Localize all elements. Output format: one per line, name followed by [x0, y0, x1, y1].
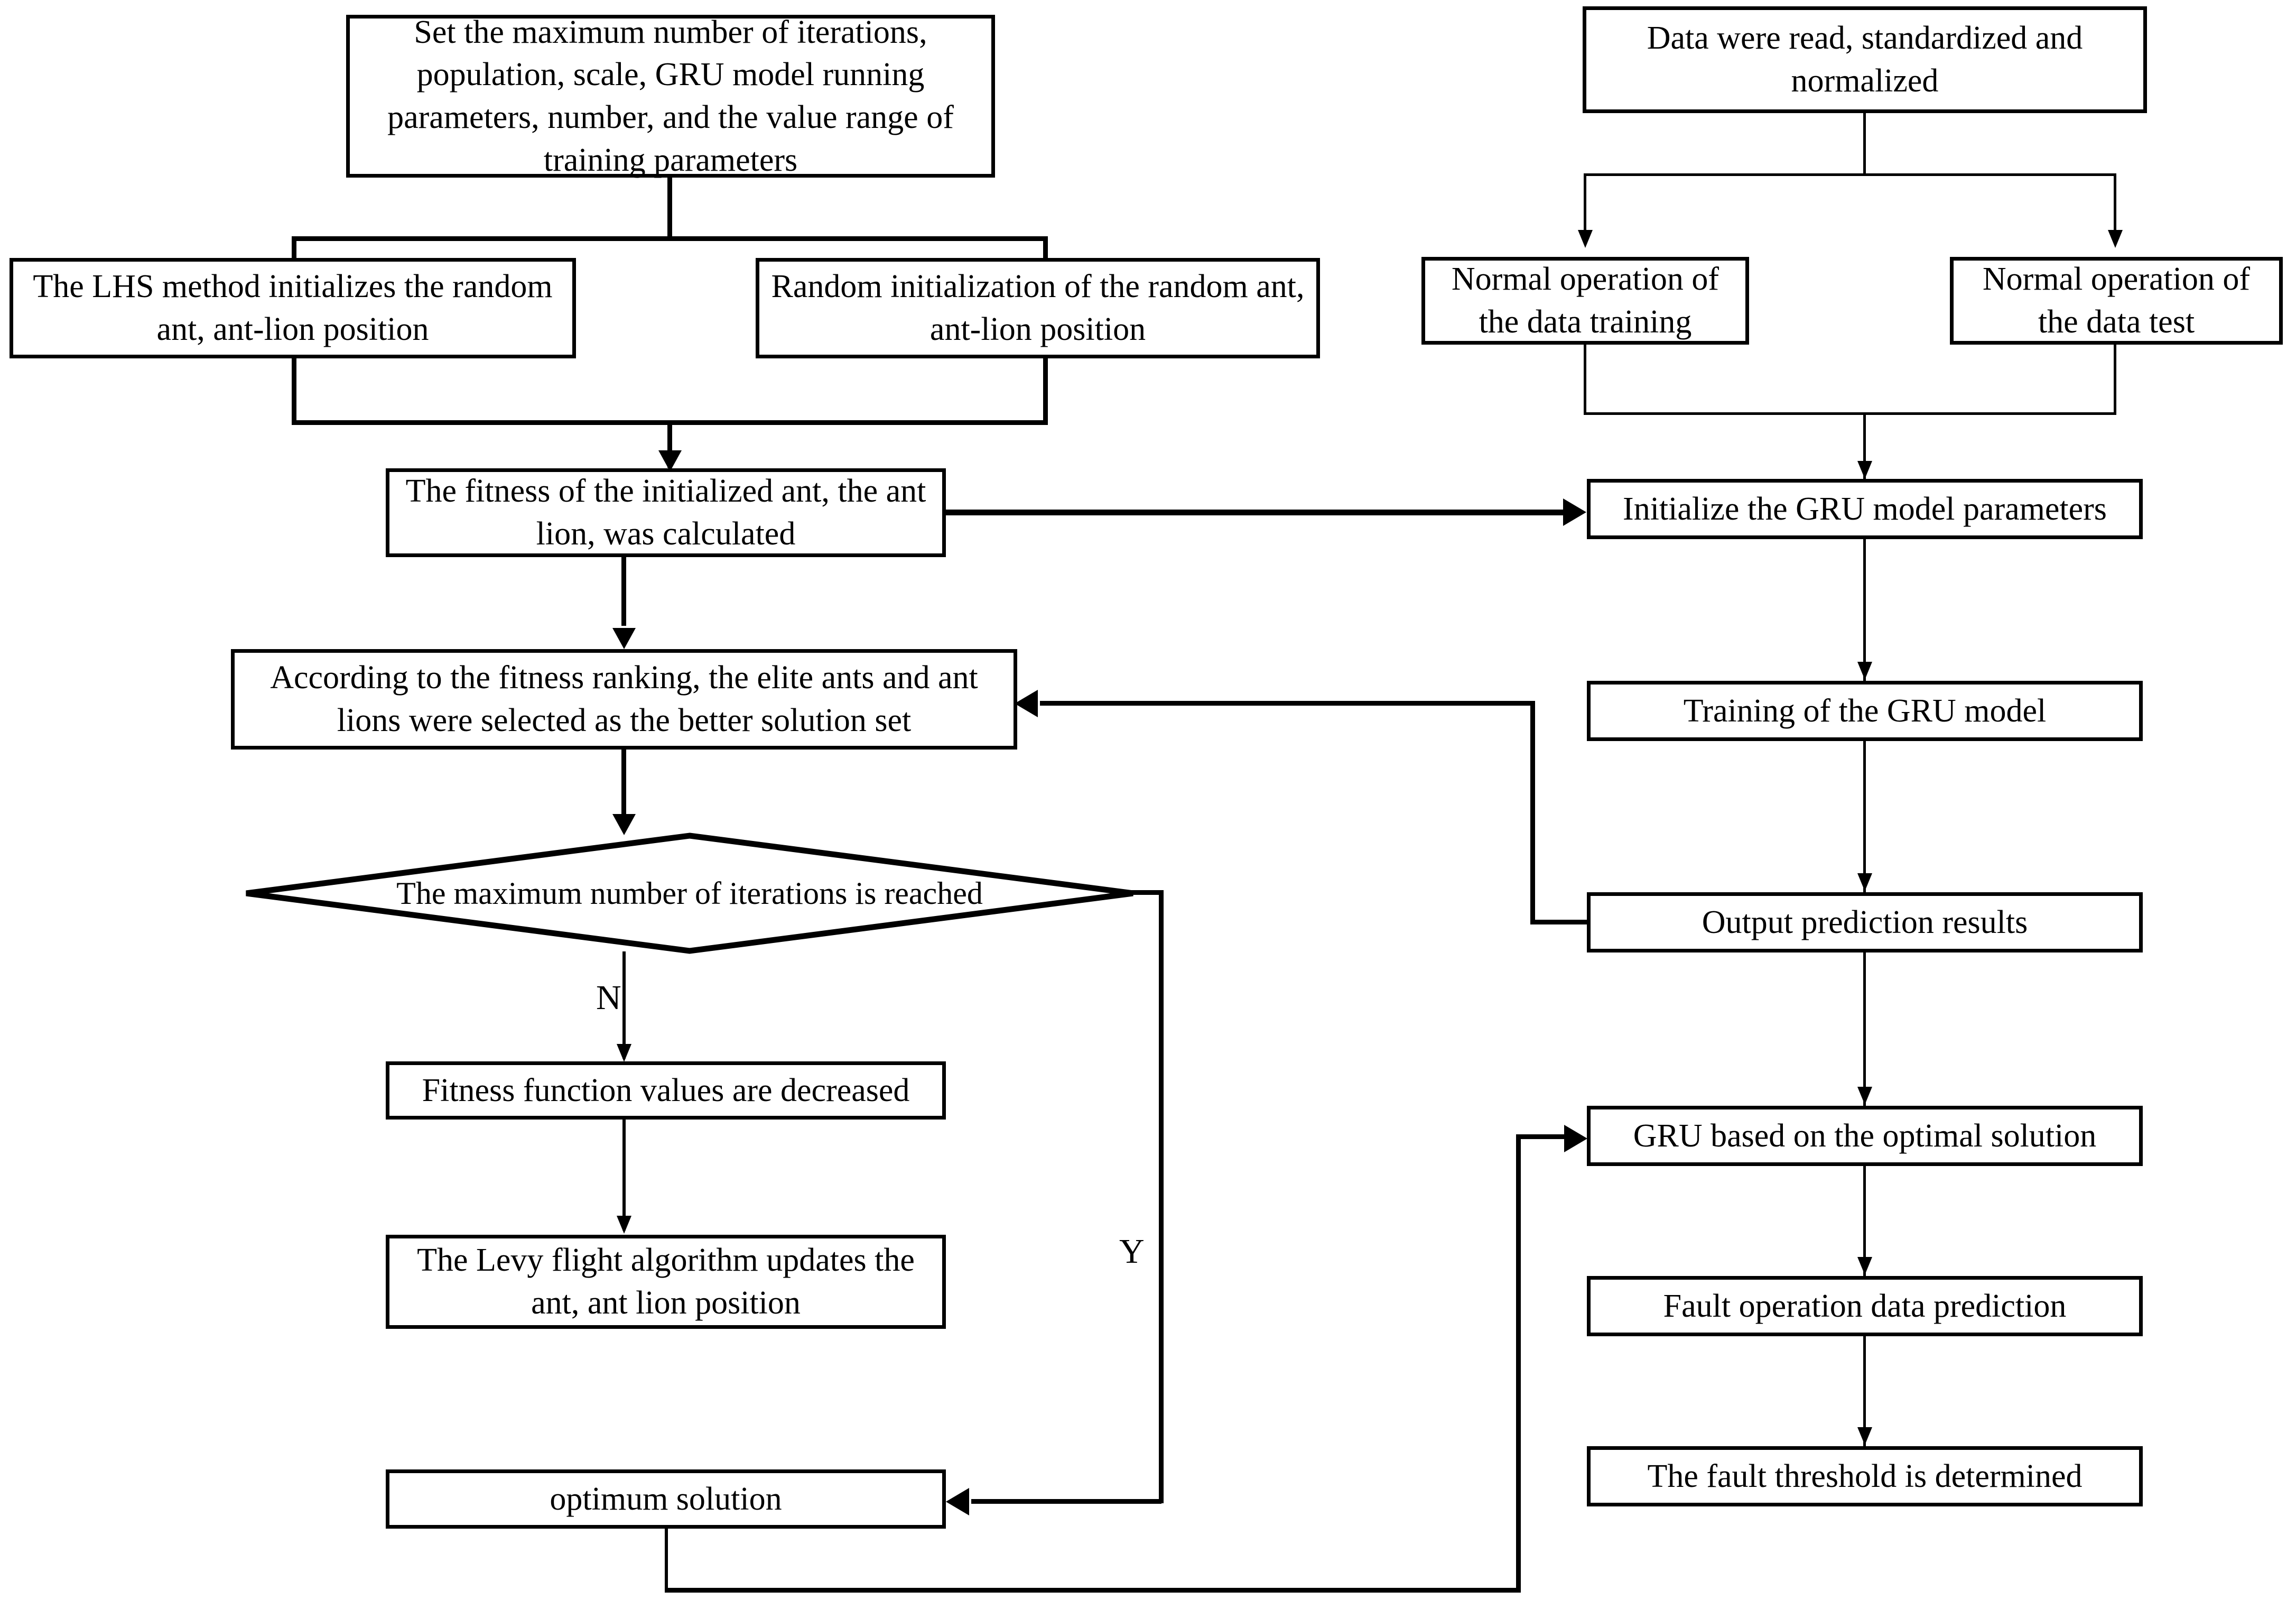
node-ranking-label: According to the fitness ranking, the el…: [270, 660, 978, 738]
edge-normalop-merge-bus: [1584, 412, 2116, 415]
node-max-iter-decision-label: The maximum number of iterations is reac…: [396, 875, 983, 911]
edge-merge-stem: [667, 420, 672, 468]
node-optimum-solution-label: optimum solution: [550, 1481, 782, 1517]
node-lhs-init-label: The LHS method initializes the random an…: [33, 269, 553, 347]
edge-split-bus-top: [292, 236, 1047, 241]
node-fault-threshold: The fault threshold is determined: [1587, 1446, 2143, 1506]
node-gru-optimal-label: GRU based on the optimal solution: [1633, 1117, 2097, 1154]
decision-diamond-shape: [246, 833, 1133, 954]
edge-initgru-to-traingru: [1863, 539, 1866, 687]
node-lhs-init: The LHS method initializes the random an…: [10, 258, 576, 358]
edge-dataread-stem: [1863, 113, 1866, 175]
arrowhead-to-normal-test: [2108, 230, 2123, 248]
node-fitness-decreased-label: Fitness function values are decreased: [422, 1072, 910, 1108]
edge-output-to-ranking-h1: [1530, 920, 1588, 924]
edge-dataread-right-drop: [2114, 173, 2116, 237]
edge-fitness-to-ranking: [621, 557, 626, 626]
edge-output-to-gruoptimal: [1863, 952, 1866, 1107]
arrowhead-to-fault-threshold: [1857, 1427, 1872, 1445]
node-normal-train-label: Normal operation of the data training: [1451, 261, 1719, 340]
node-set-params: Set the maximum number of iterations, po…: [346, 14, 995, 178]
node-output-pred-label: Output prediction results: [1702, 904, 2028, 940]
edge-random-down: [1043, 358, 1048, 424]
edge-fitness-to-initgru: [946, 510, 1564, 515]
arrowhead-to-optimum-solution: [946, 1488, 969, 1515]
edge-traingru-to-output: [1863, 741, 1866, 899]
arrowhead-to-fitness-calc: [658, 450, 682, 471]
node-fault-threshold-label: The fault threshold is determined: [1647, 1458, 2083, 1494]
node-ranking: According to the fitness ranking, the el…: [231, 649, 1017, 750]
branch-label-no: N: [596, 978, 621, 1017]
node-levy-flight-label: The Levy flight algorithm updates the an…: [417, 1242, 915, 1321]
edge-split-right-drop: [1043, 236, 1048, 279]
edge-decision-no-cont: [622, 1019, 626, 1059]
edge-dataread-left-drop: [1584, 173, 1586, 237]
arrowhead-to-fitness-decreased: [617, 1044, 631, 1062]
node-train-gru: Training of the GRU model: [1587, 681, 2143, 741]
arrowhead-to-train-gru: [1857, 662, 1872, 680]
arrowhead-to-normal-train: [1578, 230, 1593, 248]
edge-decision-no: [622, 951, 626, 1019]
node-optimum-solution: optimum solution: [386, 1469, 946, 1529]
arrowhead-to-decision: [612, 814, 636, 835]
edge-dataread-split-bus: [1584, 173, 2116, 176]
node-fault-pred-label: Fault operation data prediction: [1663, 1288, 2067, 1324]
node-gru-optimal: GRU based on the optimal solution: [1587, 1106, 2143, 1166]
node-init-gru-label: Initialize the GRU model parameters: [1623, 491, 2107, 527]
arrowhead-to-init-gru-top: [1857, 461, 1872, 479]
node-set-params-label: Set the maximum number of iterations, po…: [387, 14, 954, 178]
node-levy-flight: The Levy flight algorithm updates the an…: [386, 1235, 946, 1329]
edge-faultpred-to-threshold: [1863, 1336, 1866, 1448]
node-random-init-label: Random initialization of the random ant,…: [771, 269, 1305, 347]
node-normal-train: Normal operation of the data training: [1421, 257, 1749, 345]
edge-gruoptimal-to-faultpred: [1863, 1166, 1866, 1278]
branch-label-yes: Y: [1119, 1232, 1145, 1271]
node-fitness-calc-label: The fitness of the initialized ant, the …: [405, 473, 926, 552]
edge-lhs-down: [292, 358, 296, 424]
edge-normaltrain-down: [1584, 345, 1586, 414]
edge-normalop-merge-stem: [1863, 412, 1866, 480]
arrowhead-to-fault-pred: [1857, 1257, 1872, 1275]
node-fault-pred: Fault operation data prediction: [1587, 1276, 2143, 1336]
edge-decreased-to-levy: [622, 1120, 626, 1231]
edge-setparams-stem: [667, 178, 672, 240]
node-train-gru-label: Training of the GRU model: [1683, 692, 2047, 729]
edge-bus-into-gru-optimal: [1516, 1134, 1569, 1139]
arrowhead-to-ranking: [612, 628, 636, 649]
node-init-gru: Initialize the GRU model parameters: [1587, 479, 2143, 539]
edge-bottom-bus: [665, 1588, 1521, 1593]
arrowhead-to-output-pred: [1857, 873, 1872, 891]
node-random-init: Random initialization of the random ant,…: [756, 258, 1320, 358]
edge-decision-yes-v: [1159, 890, 1164, 1503]
node-normal-test-label: Normal operation of the data test: [1982, 261, 2251, 340]
node-normal-test: Normal operation of the data test: [1950, 257, 2283, 345]
node-data-read: Data were read, standardized and normali…: [1583, 6, 2147, 113]
arrowhead-to-init-gru: [1563, 498, 1586, 526]
edge-output-to-ranking-h2: [1040, 701, 1535, 706]
arrowhead-to-levy: [617, 1216, 631, 1234]
edge-decision-yes-to-optimum: [971, 1499, 1161, 1504]
edge-normaltest-down: [2114, 345, 2116, 414]
edge-optimum-down: [665, 1529, 668, 1591]
arrowhead-to-gru-optimal: [1564, 1125, 1587, 1152]
edge-split-left-drop: [292, 236, 296, 279]
edge-bottom-bus-up: [1516, 1136, 1521, 1592]
arrowhead-to-ranking-feedback: [1015, 690, 1038, 717]
edge-decision-yes-h: [1131, 890, 1164, 895]
arrowhead-to-gru-optimal-top: [1857, 1087, 1872, 1105]
edge-ranking-to-decision: [621, 750, 626, 816]
node-data-read-label: Data were read, standardized and normali…: [1647, 20, 2083, 99]
node-output-pred: Output prediction results: [1587, 892, 2143, 952]
node-max-iter-decision: The maximum number of iterations is reac…: [243, 833, 1136, 954]
node-fitness-calc: The fitness of the initialized ant, the …: [386, 468, 946, 557]
node-fitness-decreased: Fitness function values are decreased: [386, 1061, 946, 1120]
edge-output-to-ranking-v: [1530, 701, 1535, 923]
